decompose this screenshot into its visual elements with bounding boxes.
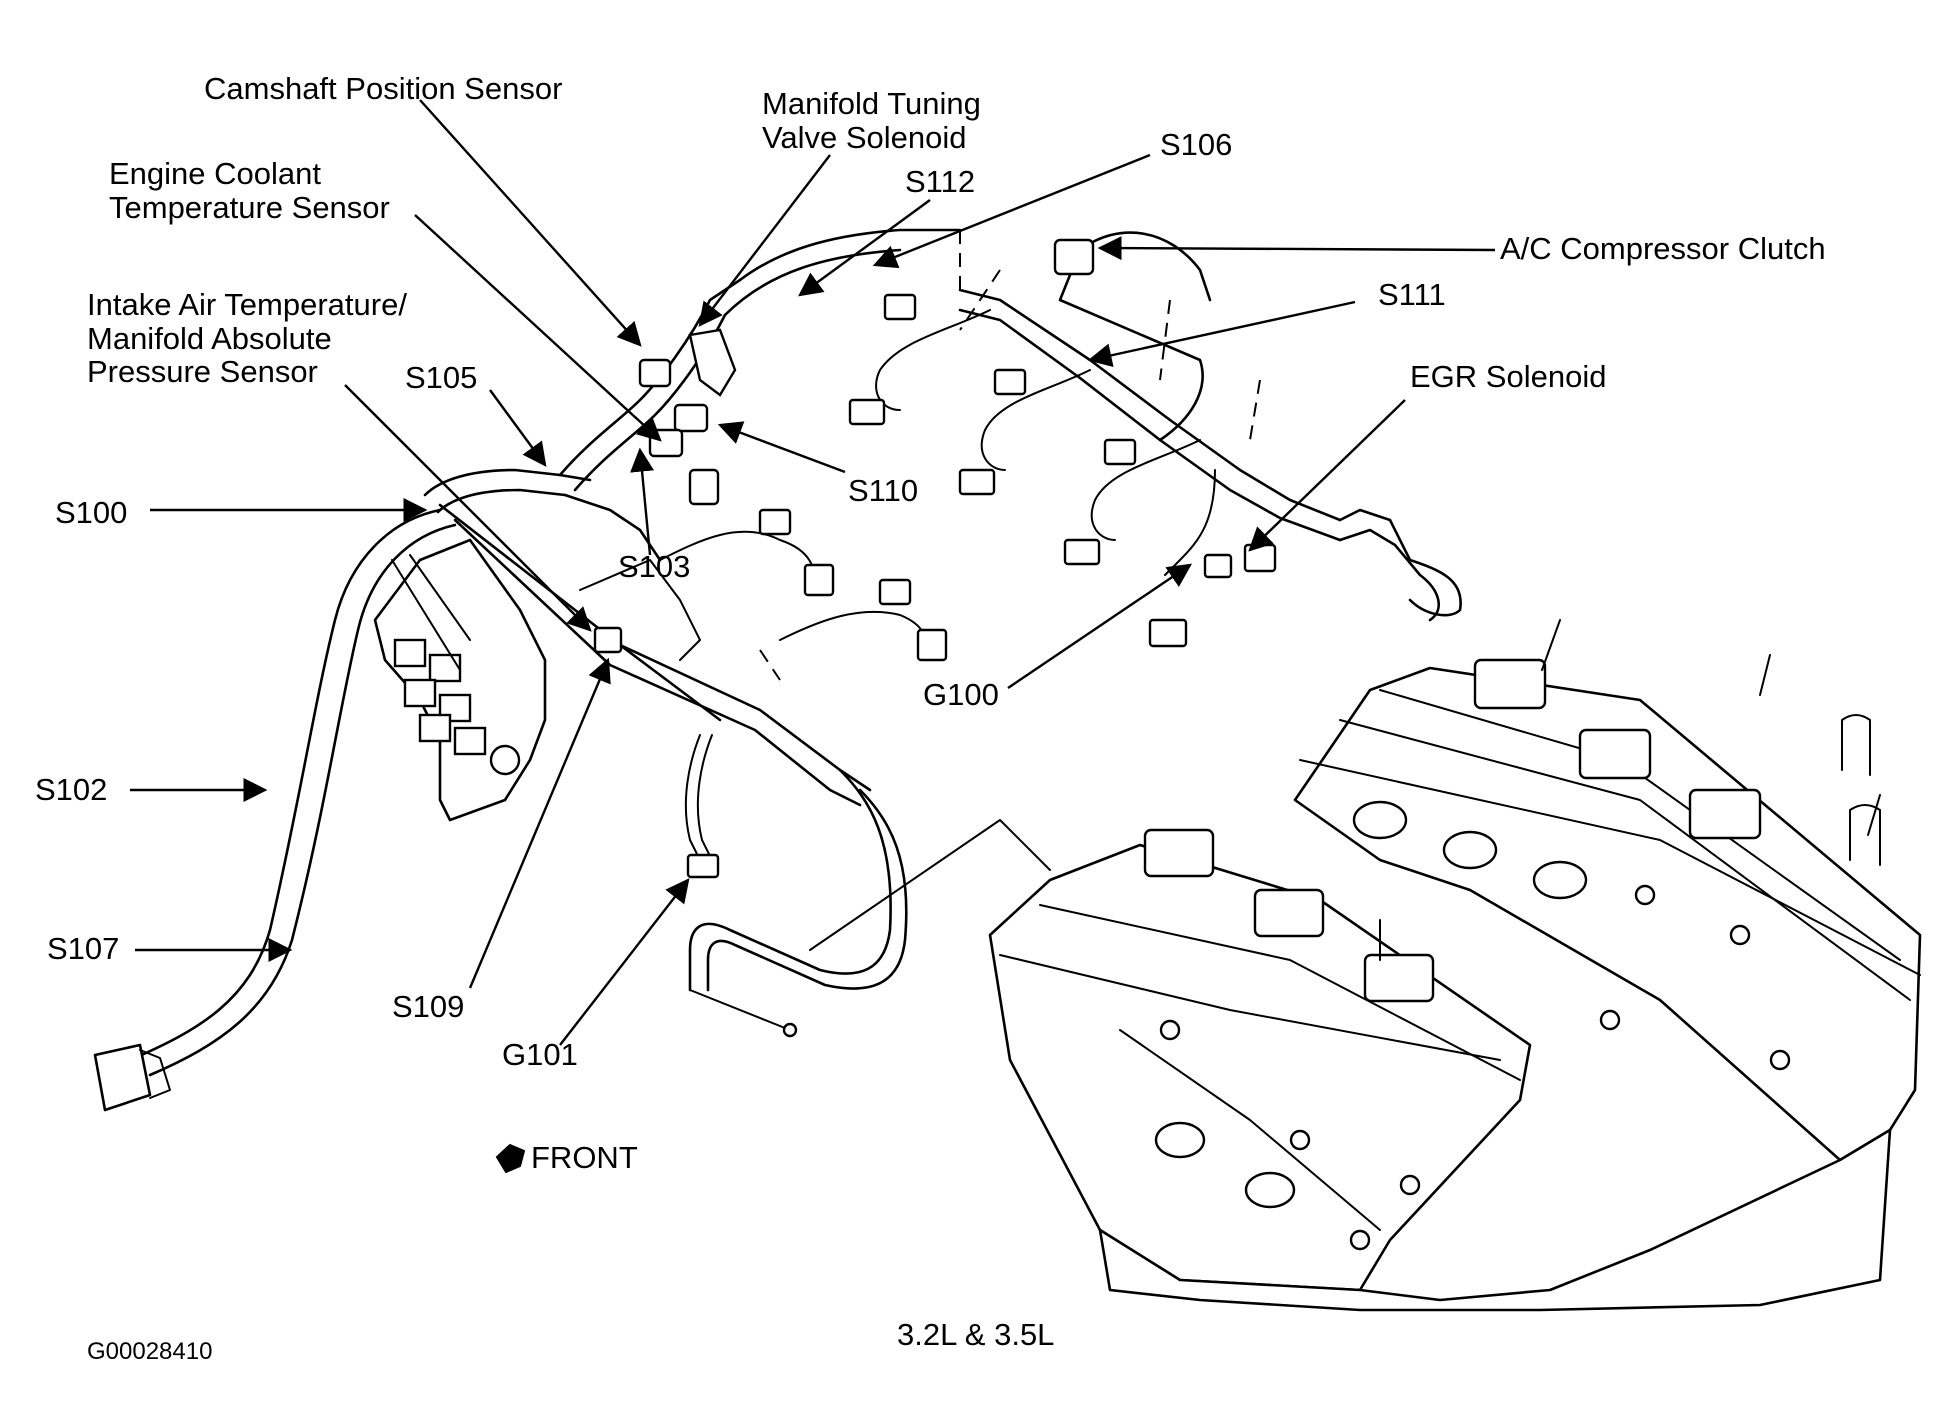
- label-ac-compressor-clutch: A/C Compressor Clutch: [1500, 231, 1826, 266]
- label-s103: S103: [618, 549, 691, 584]
- engine-block: [988, 619, 1922, 1312]
- label-s110: S110: [848, 473, 919, 508]
- leader-lines: [130, 99, 1496, 1046]
- label-engine-coolant-line2: Temperature Sensor: [109, 190, 390, 225]
- label-engine-caption: 3.2L & 3.5L: [897, 1317, 1055, 1352]
- label-s112: S112: [905, 164, 976, 199]
- label-front: FRONT: [531, 1140, 638, 1175]
- label-camshaft-position-sensor: Camshaft Position Sensor: [204, 71, 563, 106]
- label-manifold-tuning-line2: Valve Solenoid: [762, 120, 967, 155]
- label-g100: G100: [923, 677, 999, 712]
- label-figure-code: G00028410: [87, 1338, 213, 1365]
- label-s109: S109: [392, 989, 465, 1024]
- label-manifold-tuning-line1: Manifold Tuning: [762, 86, 981, 121]
- label-s105: S105: [405, 360, 478, 395]
- label-intake-air-line2: Manifold Absolute: [87, 321, 332, 356]
- label-s102: S102: [35, 772, 108, 807]
- front-arrow-icon: [495, 1143, 526, 1174]
- label-intake-air-line3: Pressure Sensor: [87, 354, 318, 389]
- label-g101: G101: [502, 1037, 578, 1072]
- connectors: [93, 238, 1277, 1112]
- label-s111: S111: [1378, 277, 1446, 312]
- label-intake-air-line1: Intake Air Temperature/: [87, 287, 407, 322]
- label-engine-coolant-line1: Engine Coolant: [109, 156, 321, 191]
- label-s107: S107: [47, 931, 120, 966]
- label-egr-solenoid: EGR Solenoid: [1410, 359, 1607, 394]
- label-s106: S106: [1160, 127, 1233, 162]
- ecm-bracket: [373, 538, 547, 822]
- label-s100: S100: [55, 495, 128, 530]
